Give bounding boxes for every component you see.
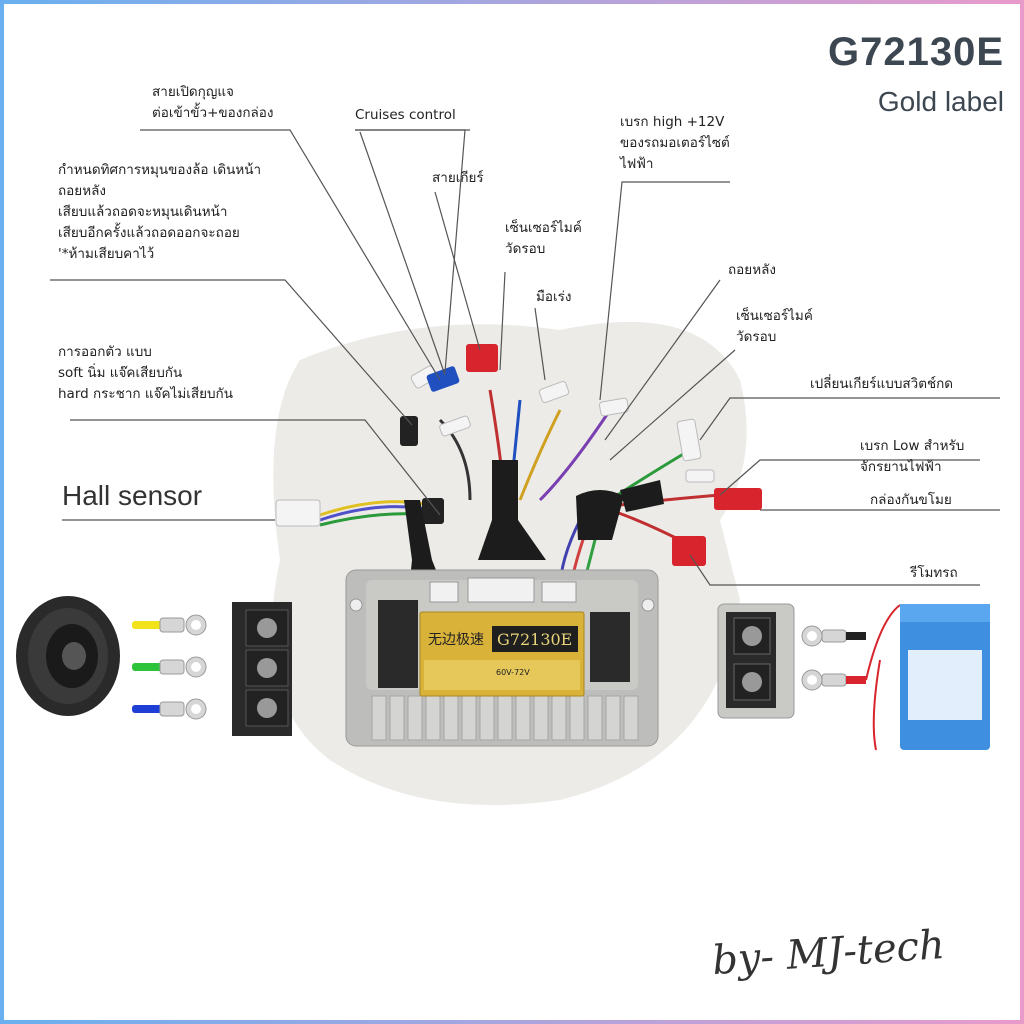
- phase-wires: [132, 614, 207, 720]
- label-brake-low: เบรก Low สำหรับจักรยานไฟฟ้า: [860, 438, 965, 475]
- model-title: G72130E: [827, 30, 1004, 74]
- label-cruise-control: Cruises control: [355, 107, 456, 123]
- hall-connector: [275, 499, 321, 527]
- label-direction: กำหนดทิศการหมุนของล้อ เดินหน้าถอยหลังเสี…: [58, 162, 262, 262]
- label-throttle: มือเร่ง: [536, 289, 572, 305]
- hub-motor-wheel: [16, 596, 120, 716]
- battery-pack: [900, 604, 990, 750]
- label-reverse: ถอยหลัง: [728, 262, 776, 278]
- label-speed-sensor-1: เซ็นเซอร์ไมค์วัดรอบ: [505, 220, 582, 257]
- label-remote: รีโมทรถ: [910, 565, 958, 581]
- key-connector: [426, 366, 460, 392]
- gold-label-brand: 无边极速: [428, 632, 484, 648]
- label-key-switch: สายเปิดกุญแจต่อเข้าขั้ว+ของกล่อง: [152, 84, 274, 121]
- gold-label-voltage: 60V-72V: [496, 668, 530, 677]
- model-subtitle: Gold label: [877, 86, 1004, 117]
- remote-connector: [672, 536, 706, 566]
- label-gear-switch: เปลี่ยนเกียร์แบบสวิตช์กด: [810, 376, 954, 392]
- gold-label-model: G72130E: [497, 630, 572, 649]
- heat-fins: [371, 695, 639, 741]
- label-hall-sensor: Hall sensor: [62, 480, 203, 511]
- motor-terminal-block: [232, 602, 292, 736]
- label-speed-sensor-2: เซ็นเซอร์ไมค์วัดรอบ: [736, 308, 813, 345]
- brake-low-connector: [714, 488, 762, 510]
- label-anti-theft: กล่องกันขโมย: [870, 492, 952, 508]
- start-mode-jack: [400, 416, 418, 446]
- label-gear-wire: สายเกียร์: [432, 170, 484, 186]
- battery-terminal-block: [717, 603, 795, 719]
- gear-connector: [466, 344, 498, 372]
